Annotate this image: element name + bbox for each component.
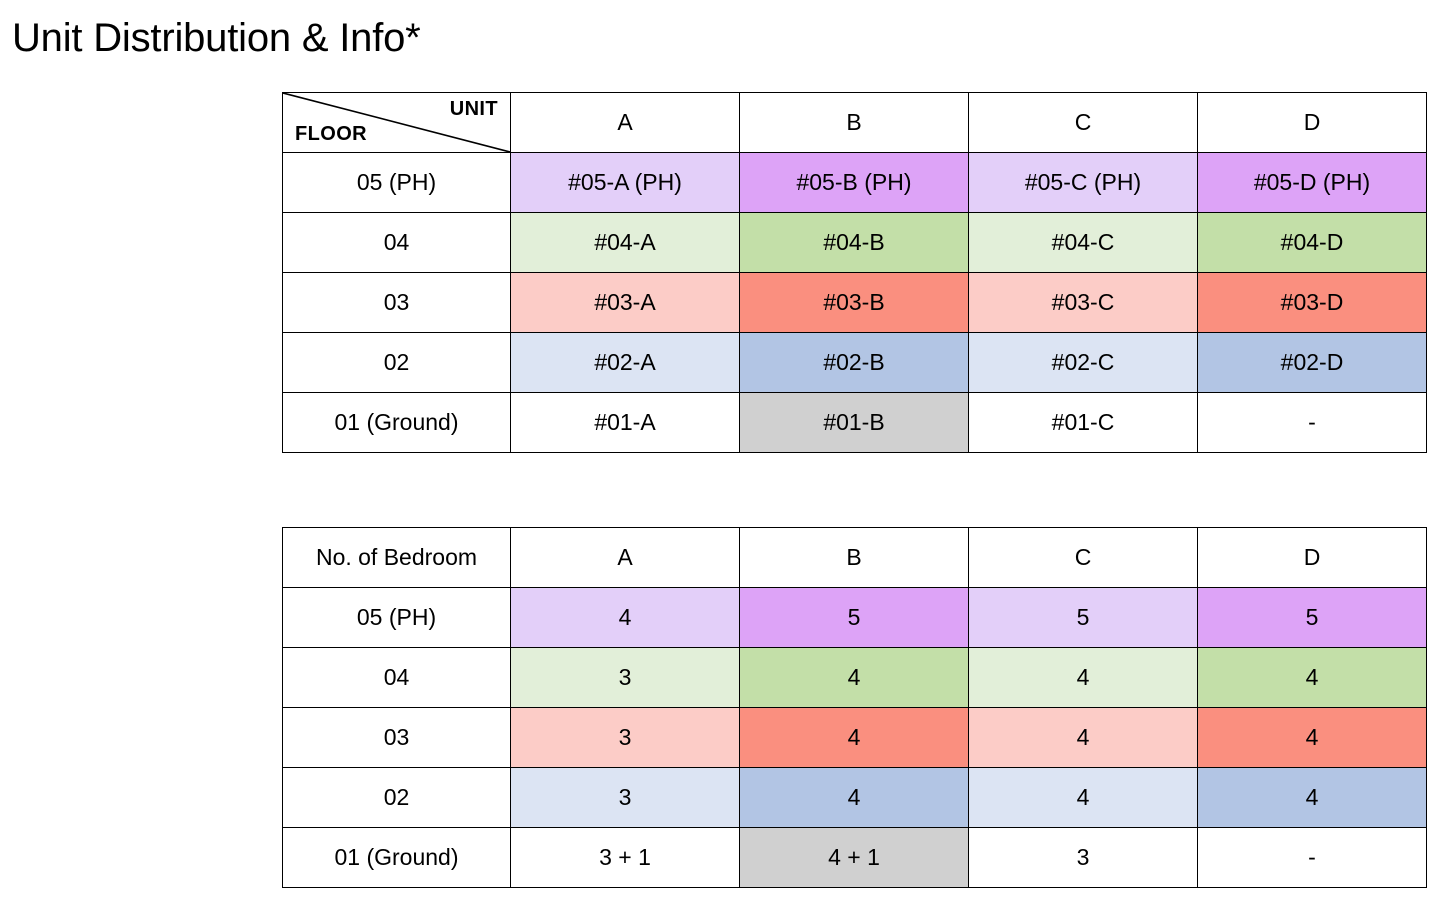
unit-cell: #02-A — [510, 332, 740, 393]
bedroom-cell: 4 — [510, 587, 740, 648]
floor-label: 02 — [282, 767, 511, 828]
bedroom-cell: 3 — [968, 827, 1198, 888]
unit-column-header-d: D — [1197, 92, 1427, 153]
unit-cell: #03-C — [968, 272, 1198, 333]
bedroom-count-table: No. of Bedroom A B C D 05 (PH) 4 5 5 5 0… — [282, 527, 1427, 888]
floor-label: 05 (PH) — [282, 587, 511, 648]
bedroom-cell: 4 — [1197, 647, 1427, 708]
bedroom-column-header-a: A — [510, 527, 740, 588]
unit-cell: #05-D (PH) — [1197, 152, 1427, 213]
unit-column-header-a: A — [510, 92, 740, 153]
bedroom-cell: 5 — [739, 587, 969, 648]
floor-label: 03 — [282, 272, 511, 333]
floor-unit-corner-header: UNIT FLOOR — [282, 92, 511, 153]
corner-label-floor: FLOOR — [295, 123, 367, 145]
unit-cell: #03-A — [510, 272, 740, 333]
unit-cell: #04-C — [968, 212, 1198, 273]
bedroom-cell: 4 — [1197, 767, 1427, 828]
bedroom-cell: 4 — [739, 647, 969, 708]
unit-cell: #04-A — [510, 212, 740, 273]
unit-cell: #05-C (PH) — [968, 152, 1198, 213]
unit-column-header-b: B — [739, 92, 969, 153]
bedroom-cell: 4 — [1197, 707, 1427, 768]
table-row: 05 (PH) 4 5 5 5 — [282, 587, 1427, 648]
unit-cell: #03-B — [739, 272, 969, 333]
bedroom-cell: 4 — [968, 647, 1198, 708]
corner-label-unit: UNIT — [449, 98, 498, 120]
table-row: 02 3 4 4 4 — [282, 767, 1427, 828]
unit-cell: #02-B — [739, 332, 969, 393]
floor-label: 04 — [282, 647, 511, 708]
unit-distribution-table: UNIT FLOOR A B C D 05 (PH) #05-A (PH) #0… — [282, 92, 1427, 453]
table-row: 05 (PH) #05-A (PH) #05-B (PH) #05-C (PH)… — [282, 152, 1427, 213]
table-row: 04 3 4 4 4 — [282, 647, 1427, 708]
bedroom-cell: 3 — [510, 647, 740, 708]
bedroom-cell: 4 — [968, 767, 1198, 828]
unit-cell: #03-D — [1197, 272, 1427, 333]
floor-label: 03 — [282, 707, 511, 768]
bedroom-table-header-row: No. of Bedroom A B C D — [282, 527, 1427, 588]
unit-cell: #01-A — [510, 392, 740, 453]
unit-cell: #02-D — [1197, 332, 1427, 393]
unit-cell: #04-D — [1197, 212, 1427, 273]
table-row: 01 (Ground) #01-A #01-B #01-C - — [282, 392, 1427, 453]
unit-cell: #05-B (PH) — [739, 152, 969, 213]
bedroom-column-header-d: D — [1197, 527, 1427, 588]
floor-label: 01 (Ground) — [282, 827, 511, 888]
unit-cell: #01-B — [739, 392, 969, 453]
bedroom-cell: 4 — [739, 707, 969, 768]
bedroom-column-header-c: C — [968, 527, 1198, 588]
table-row: 01 (Ground) 3 + 1 4 + 1 3 - — [282, 827, 1427, 888]
unit-cell: - — [1197, 392, 1427, 453]
unit-column-header-c: C — [968, 92, 1198, 153]
floor-label: 04 — [282, 212, 511, 273]
page-title: Unit Distribution & Info* — [12, 16, 421, 60]
bedroom-cell: 3 — [510, 767, 740, 828]
table-row: 02 #02-A #02-B #02-C #02-D — [282, 332, 1427, 393]
bedroom-column-header-b: B — [739, 527, 969, 588]
table-row: 03 #03-A #03-B #03-C #03-D — [282, 272, 1427, 333]
unit-cell: #01-C — [968, 392, 1198, 453]
bedroom-cell: 3 + 1 — [510, 827, 740, 888]
floor-label: 01 (Ground) — [282, 392, 511, 453]
table-row: 03 3 4 4 4 — [282, 707, 1427, 768]
floor-label: 02 — [282, 332, 511, 393]
bedroom-cell: - — [1197, 827, 1427, 888]
bedroom-cell: 5 — [1197, 587, 1427, 648]
unit-cell: #02-C — [968, 332, 1198, 393]
bedroom-cell: 4 — [968, 707, 1198, 768]
bedroom-cell: 5 — [968, 587, 1198, 648]
table-row: 04 #04-A #04-B #04-C #04-D — [282, 212, 1427, 273]
unit-cell: #04-B — [739, 212, 969, 273]
unit-table-header-row: UNIT FLOOR A B C D — [282, 92, 1427, 153]
unit-cell: #05-A (PH) — [510, 152, 740, 213]
floor-label: 05 (PH) — [282, 152, 511, 213]
diagonal-divider-icon — [283, 93, 510, 152]
bedroom-cell: 4 + 1 — [739, 827, 969, 888]
bedroom-cell: 3 — [510, 707, 740, 768]
bedroom-cell: 4 — [739, 767, 969, 828]
bedroom-corner-header: No. of Bedroom — [282, 527, 511, 588]
